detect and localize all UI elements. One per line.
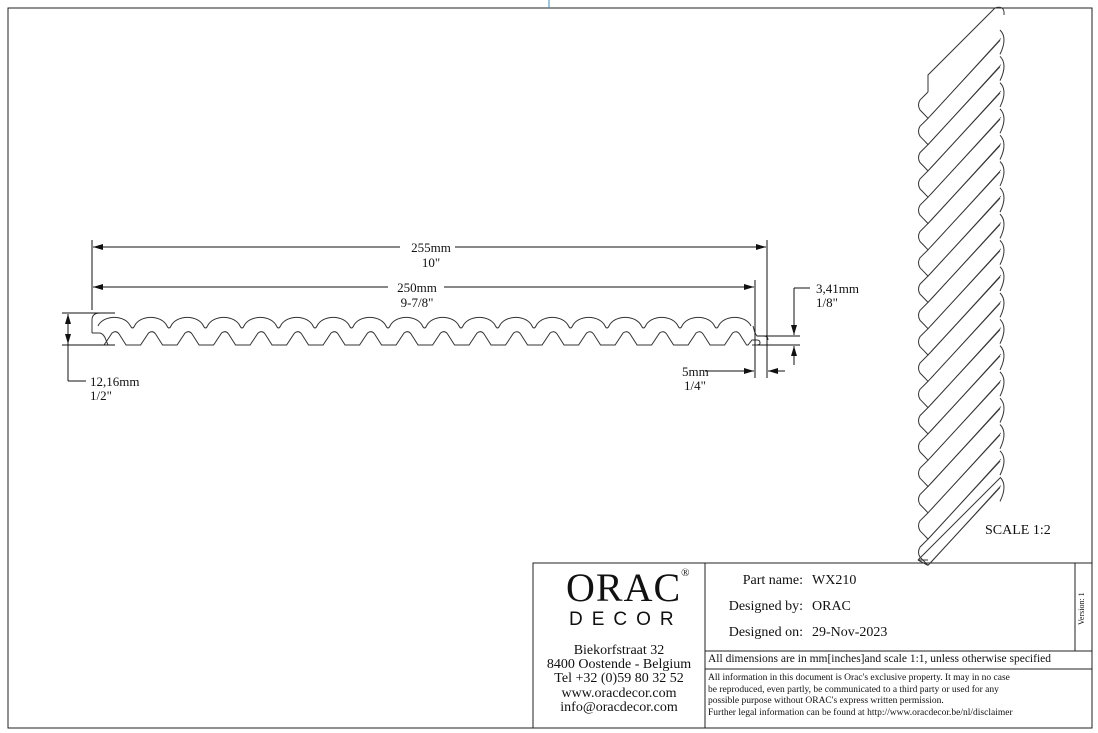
dim-face-width: 250mm 9-7/8" [390,281,444,309]
dim-mm: 250mm [397,280,437,295]
title-block-lines [532,562,1093,729]
iso-ridge-shade [930,432,1002,511]
iso-ridge-end [999,371,1005,397]
iso-ridge-shade [930,379,1002,458]
dim-thickness: 12,16mm 1/2" [90,375,139,402]
iso-ridge-end [999,213,1005,239]
legal-line: All information in this document is Orac… [708,673,1010,683]
legal-line: possible purpose without ORAC's express … [708,696,944,706]
logo-subtitle: DECOR [569,609,683,630]
iso-ridge-shade [930,195,1002,274]
legal-line: Further legal information can be found a… [708,707,1013,718]
designed-by-label: Designed by: [728,599,803,614]
iso-bottom-edge [917,477,1001,561]
designed-on-value: 29-Nov-2023 [812,625,888,640]
iso-ridge-end [999,82,1005,108]
address-street: Biekorfstraat 32 [573,643,665,658]
logo-wordmark: ORAC [566,565,682,610]
iso-ridge-end [999,29,1005,55]
dim-mm: 255mm [411,240,451,255]
dimension-lines [62,240,810,382]
dim-inch: 1/4" [684,378,706,393]
dim-tongue-length: 5mm 1/4" [682,364,709,393]
iso-ridge-shade [930,222,1002,300]
iso-ridge-shade [930,169,1002,248]
legal-notice: All information in this document is Orac… [708,673,1013,719]
iso-ridge-end [999,292,1005,318]
dim-inch: 1/8" [816,295,838,310]
iso-ridge-shade [930,406,1002,484]
scale-label: SCALE 1:2 [985,523,1051,538]
dim-inch: 1/2" [90,388,112,403]
iso-ridge-end [999,397,1005,423]
iso-ridge-shade [930,301,1002,379]
version-label: Version: 1 [1077,592,1086,625]
orac-logo: ORAC® DECOR [566,565,690,630]
dim-mm: 12,16mm [90,374,140,389]
iso-ridge-shade [930,485,1002,563]
dim-tongue-thickness: 3,41mm 1/8" [816,282,859,309]
dim-mm: 5mm [682,364,709,379]
iso-ridge-shade [930,143,1002,221]
iso-ridge-shade [930,458,1002,537]
iso-ridge-shade [930,274,1002,353]
iso-ridge-end [999,345,1005,371]
iso-ridge-end [999,187,1005,213]
iso-ridge-shade [930,90,1002,169]
iso-ridge-end [999,424,1005,450]
iso-top-edge [927,6,1005,92]
dim-overall-width: 255mm 10" [407,241,455,269]
iso-ridge-end [999,161,1005,187]
dim-mm: 3,41mm [816,281,859,296]
dim-inch: 9-7/8" [400,295,434,310]
iso-ridge-end [999,318,1005,344]
registered-mark: ® [681,567,690,579]
designed-by-value: ORAC [812,599,851,614]
iso-ridge-end [999,476,1005,502]
iso-ridge-shade [930,248,1002,326]
address-email[interactable]: info@oracdecor.com [560,699,678,715]
iso-ridge-shade [930,116,1002,195]
iso-ridge-shade [930,64,1002,142]
iso-ridge-end [999,55,1005,81]
panel-profile [91,312,769,346]
iso-ridge-end [999,134,1005,160]
iso-ridge-end [999,108,1005,134]
iso-left-edge [917,91,929,566]
dimensions-note: All dimensions are in mm[inches]and scal… [708,653,1051,665]
part-name-label: Part name: [742,573,803,588]
isometric-view [917,6,1005,566]
iso-ridge-shade [930,353,1002,432]
address-website[interactable]: www.oracdecor.com [561,685,677,701]
iso-ridge-shade [930,38,1002,116]
iso-ridge-end [999,240,1005,265]
legal-line: be reproduced, even partly, be communica… [708,684,999,695]
iso-ridge-end [999,450,1005,476]
designed-on-label: Designed on: [728,625,803,640]
address-phone: Tel +32 (0)59 80 32 52 [554,671,684,687]
part-name-value: WX210 [812,573,857,588]
iso-ridge-shade [930,327,1002,405]
company-address: Biekorfstraat 32 8400 Oostende - Belgium… [533,643,705,715]
iso-ridge-end [999,266,1005,292]
drawing-frame [7,7,1093,729]
dim-inch: 10" [421,255,441,270]
address-city: 8400 Oostende - Belgium [546,657,692,673]
